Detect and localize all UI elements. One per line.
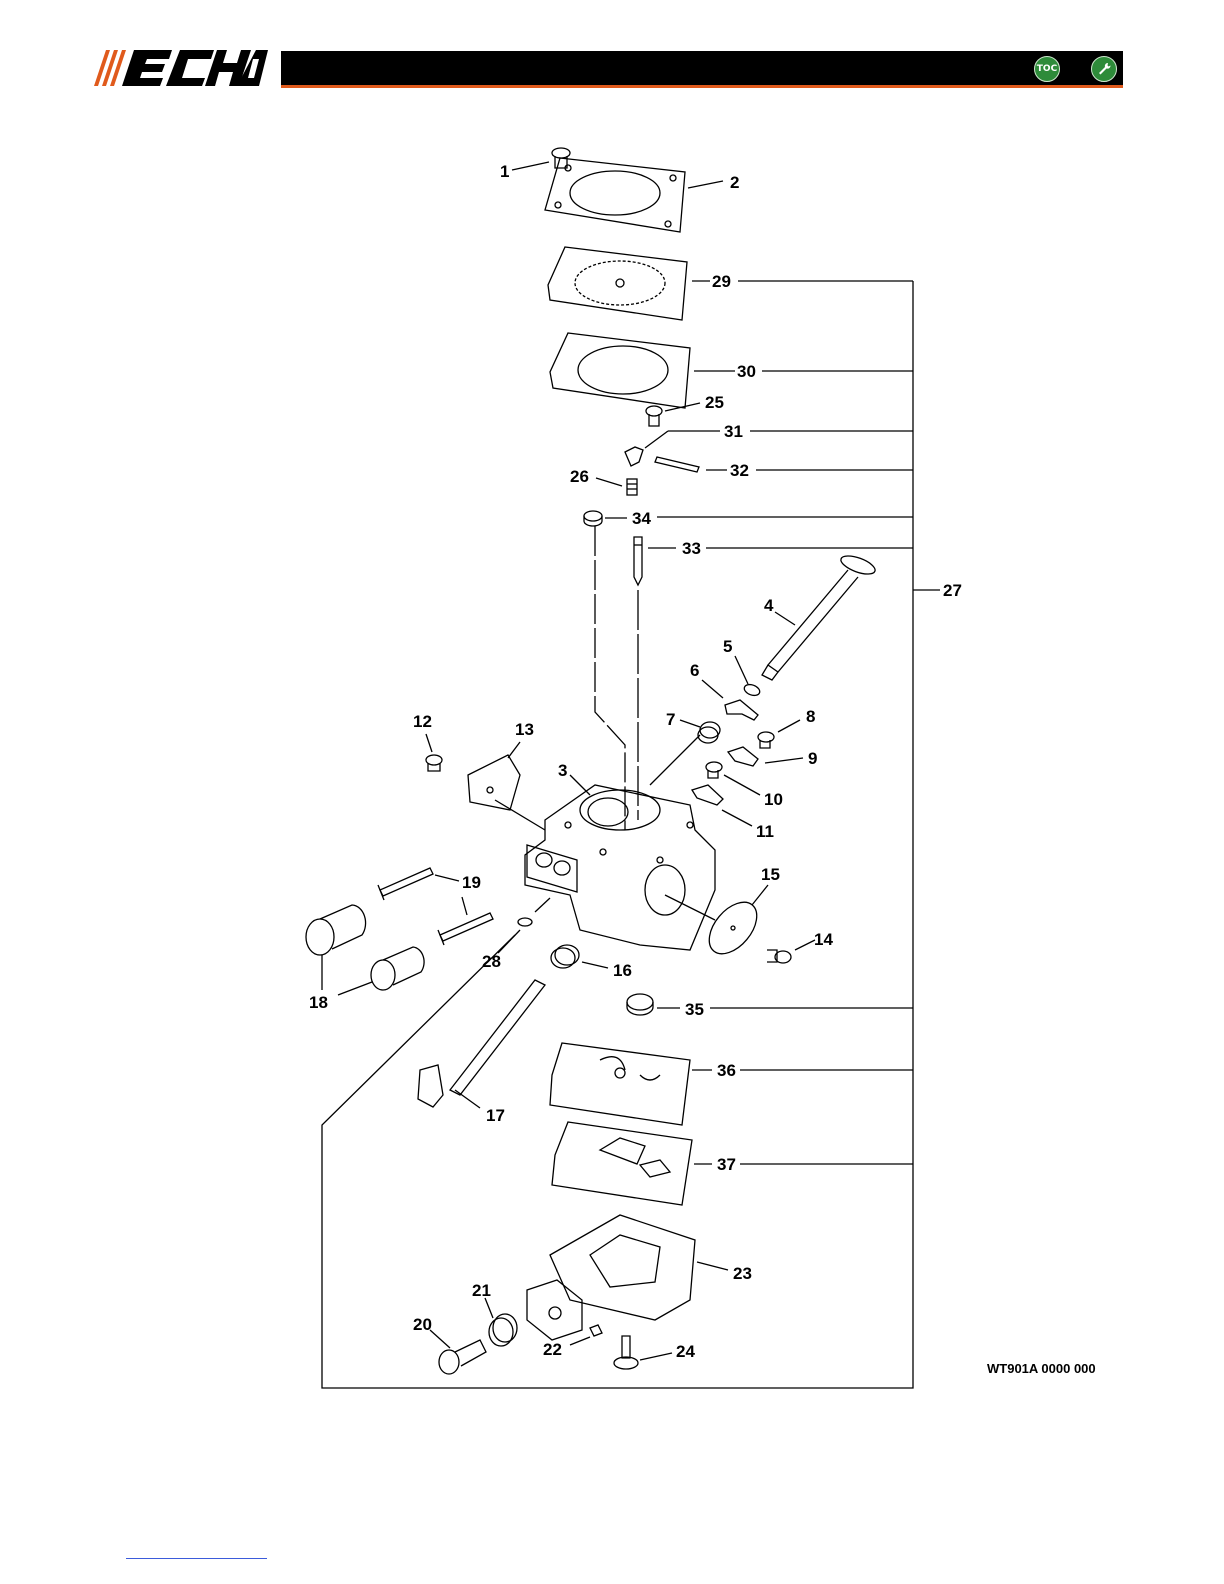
callout-32: 32 (730, 461, 749, 480)
part-26-spring[interactable] (596, 478, 637, 495)
part-1-screw[interactable] (512, 148, 570, 170)
part-12-screw[interactable] (426, 734, 442, 771)
part-18-limiter-cap[interactable] (306, 905, 424, 995)
part-11-plate[interactable] (692, 785, 752, 826)
callout-16: 16 (613, 961, 632, 980)
callout-23: 23 (733, 1264, 752, 1283)
callout-20: 20 (413, 1315, 432, 1334)
callout-3: 3 (558, 761, 567, 780)
footer-link-underline[interactable] (126, 1558, 267, 1559)
part-6-lever[interactable] (702, 680, 758, 720)
callout-27: 27 (943, 581, 962, 600)
part-14-screw[interactable] (767, 940, 815, 963)
callout-10: 10 (764, 790, 783, 809)
callout-8: 8 (806, 707, 815, 726)
part-21-spring[interactable] (485, 1298, 517, 1346)
callout-11: 11 (756, 822, 774, 841)
callout-7: 7 (666, 710, 675, 729)
part-5-washer[interactable] (735, 656, 761, 697)
callout-24: 24 (676, 1342, 695, 1361)
callout-5: 5 (723, 637, 732, 656)
part-8-screw[interactable] (758, 720, 800, 748)
callout-18: 18 (309, 993, 328, 1012)
part-22-pin[interactable] (570, 1325, 602, 1345)
callout-12: 12 (413, 712, 432, 731)
callout-17: 17 (486, 1106, 505, 1125)
callout-19: 19 (462, 873, 481, 892)
part-15-throttle-plate[interactable] (665, 885, 768, 963)
part-23-pump-body[interactable] (527, 1215, 728, 1340)
part-28-o-ring[interactable] (498, 898, 550, 953)
part-35-filter-screen[interactable] (627, 994, 913, 1015)
callout-33: 33 (682, 539, 701, 558)
callout-28: 28 (482, 952, 501, 971)
part-3-carburetor-body[interactable] (525, 735, 715, 950)
part-16-spring[interactable] (551, 945, 608, 968)
part-20-adjust-screw[interactable] (430, 1330, 486, 1374)
part-13-throttle-plate[interactable] (468, 742, 545, 830)
callout-4: 4 (764, 596, 774, 615)
callout-26: 26 (570, 467, 589, 486)
part-24-screw[interactable] (614, 1336, 672, 1369)
part-36-gasket[interactable] (550, 1043, 913, 1125)
callout-34: 34 (632, 509, 651, 528)
part-32-pin[interactable] (655, 457, 913, 472)
part-17-throttle-shaft[interactable] (418, 980, 545, 1108)
callout-6: 6 (690, 661, 699, 680)
part-9-plate[interactable] (728, 747, 803, 766)
callout-9: 9 (808, 749, 817, 768)
kit-bracket (322, 281, 913, 1388)
part-4-shaft[interactable] (762, 552, 877, 680)
callout-31: 31 (724, 422, 743, 441)
callout-13: 13 (515, 720, 534, 739)
callout-2: 2 (730, 173, 739, 192)
callout-25: 25 (705, 393, 724, 412)
callout-29: 29 (712, 272, 731, 291)
part-30-gasket[interactable] (550, 333, 913, 408)
callout-21: 21 (472, 1281, 491, 1300)
callout-1: 1 (500, 162, 509, 181)
callout-22: 22 (543, 1340, 562, 1359)
part-31-lever[interactable] (625, 431, 913, 466)
callout-37: 37 (717, 1155, 736, 1174)
callout-15: 15 (761, 865, 780, 884)
callout-30: 30 (737, 362, 756, 381)
callout-35: 35 (685, 1000, 704, 1019)
drawing-code: WT901A 0000 000 (987, 1361, 1096, 1376)
callout-36: 36 (717, 1061, 736, 1080)
callout-14: 14 (814, 930, 833, 949)
part-7-spring[interactable] (680, 720, 720, 743)
part-2-cover[interactable] (545, 158, 723, 232)
